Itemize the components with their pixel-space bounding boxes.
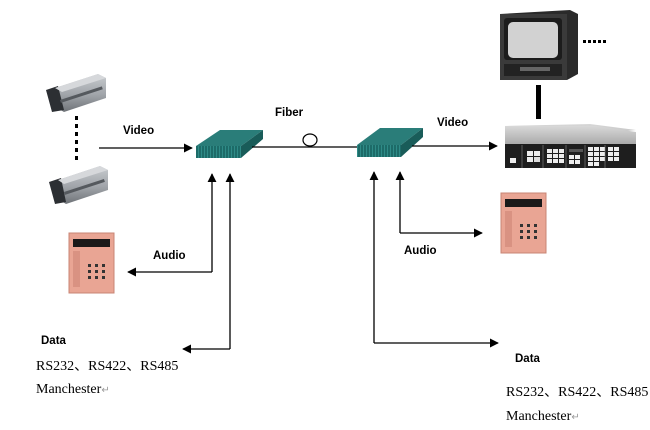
- camera-ellipsis: [75, 116, 78, 160]
- camera-top: [46, 74, 106, 112]
- video-matrix-controller: [505, 124, 636, 168]
- fiber-optic-transmitter-icon: [196, 130, 263, 146]
- data-right-label: Data: [515, 353, 541, 365]
- fiber-loop-icon: [302, 133, 318, 147]
- manchester-right-text: Manchester↵: [506, 409, 580, 424]
- fiber-receiver: [357, 128, 423, 157]
- audio-left-label: Audio: [153, 250, 186, 262]
- cctv-camera-icon: [50, 74, 106, 112]
- video-right-label: Video: [437, 117, 468, 129]
- vertical-dots-icon: [75, 116, 78, 120]
- manchester-left-text: Manchester↵: [36, 382, 110, 397]
- monitor-ellipsis: [583, 40, 606, 43]
- monitor-connection-line: [536, 85, 541, 119]
- crt-monitor: [500, 10, 578, 80]
- intercom-right: [500, 192, 547, 254]
- audio-right-label: Audio: [404, 245, 437, 257]
- protocols-left-text: RS232、RS422、RS485: [36, 359, 178, 374]
- cctv-camera-icon: [53, 166, 108, 204]
- video-left-label: Video: [123, 125, 154, 137]
- camera-bottom: [49, 166, 108, 204]
- fiber-transmitter: [196, 130, 263, 158]
- data-left-label: Data: [41, 335, 67, 347]
- intercom-left: [68, 232, 115, 294]
- horizontal-dots-icon: [583, 40, 586, 43]
- fiber-label: Fiber: [275, 107, 304, 119]
- protocols-right-text: RS232、RS422、RS485: [506, 385, 648, 400]
